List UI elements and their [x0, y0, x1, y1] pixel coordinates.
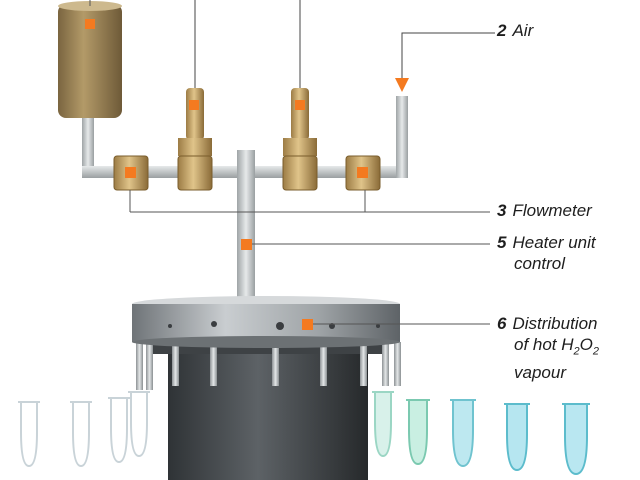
label-flowmeter-text: Flowmeter: [512, 201, 592, 220]
label-air-text: Air: [512, 21, 534, 40]
label-distribution: 6 Distribution of hot H2O2 vapour: [497, 313, 599, 383]
label-distribution-line2: of hot H2O2: [514, 335, 600, 358]
pipes: [82, 96, 408, 305]
label-distribution-number: 6: [497, 314, 507, 333]
valve-right: [282, 0, 318, 191]
label-heater-number: 5: [497, 233, 507, 252]
label-distribution-line1: Distribution: [512, 314, 598, 333]
label-heater-line2: control: [514, 254, 566, 273]
nozzles: [136, 342, 401, 390]
label-heater: 5 Heater unit control: [497, 232, 596, 274]
air-inlet-arrow: [395, 32, 495, 92]
label-air: 2 Air: [497, 20, 533, 41]
label-air-number: 2: [497, 21, 507, 40]
tank-marker: [85, 19, 95, 29]
label-distribution-line3: vapour: [514, 363, 566, 383]
tank: [58, 0, 122, 118]
machine-body: [150, 336, 386, 480]
label-flowmeter: 3 Flowmeter: [497, 200, 592, 221]
flowmeter-left: [113, 155, 149, 191]
flowmeter-leader: [129, 190, 490, 213]
flowmeter-right: [345, 155, 381, 191]
distribution-disk: [132, 296, 490, 348]
label-heater-line1: Heater unit: [512, 233, 596, 252]
valve-left: [177, 0, 213, 191]
label-flowmeter-number: 3: [497, 201, 507, 220]
heater-marker: [241, 239, 490, 250]
bottles-left: [18, 391, 150, 468]
bottles-right: [372, 391, 590, 476]
